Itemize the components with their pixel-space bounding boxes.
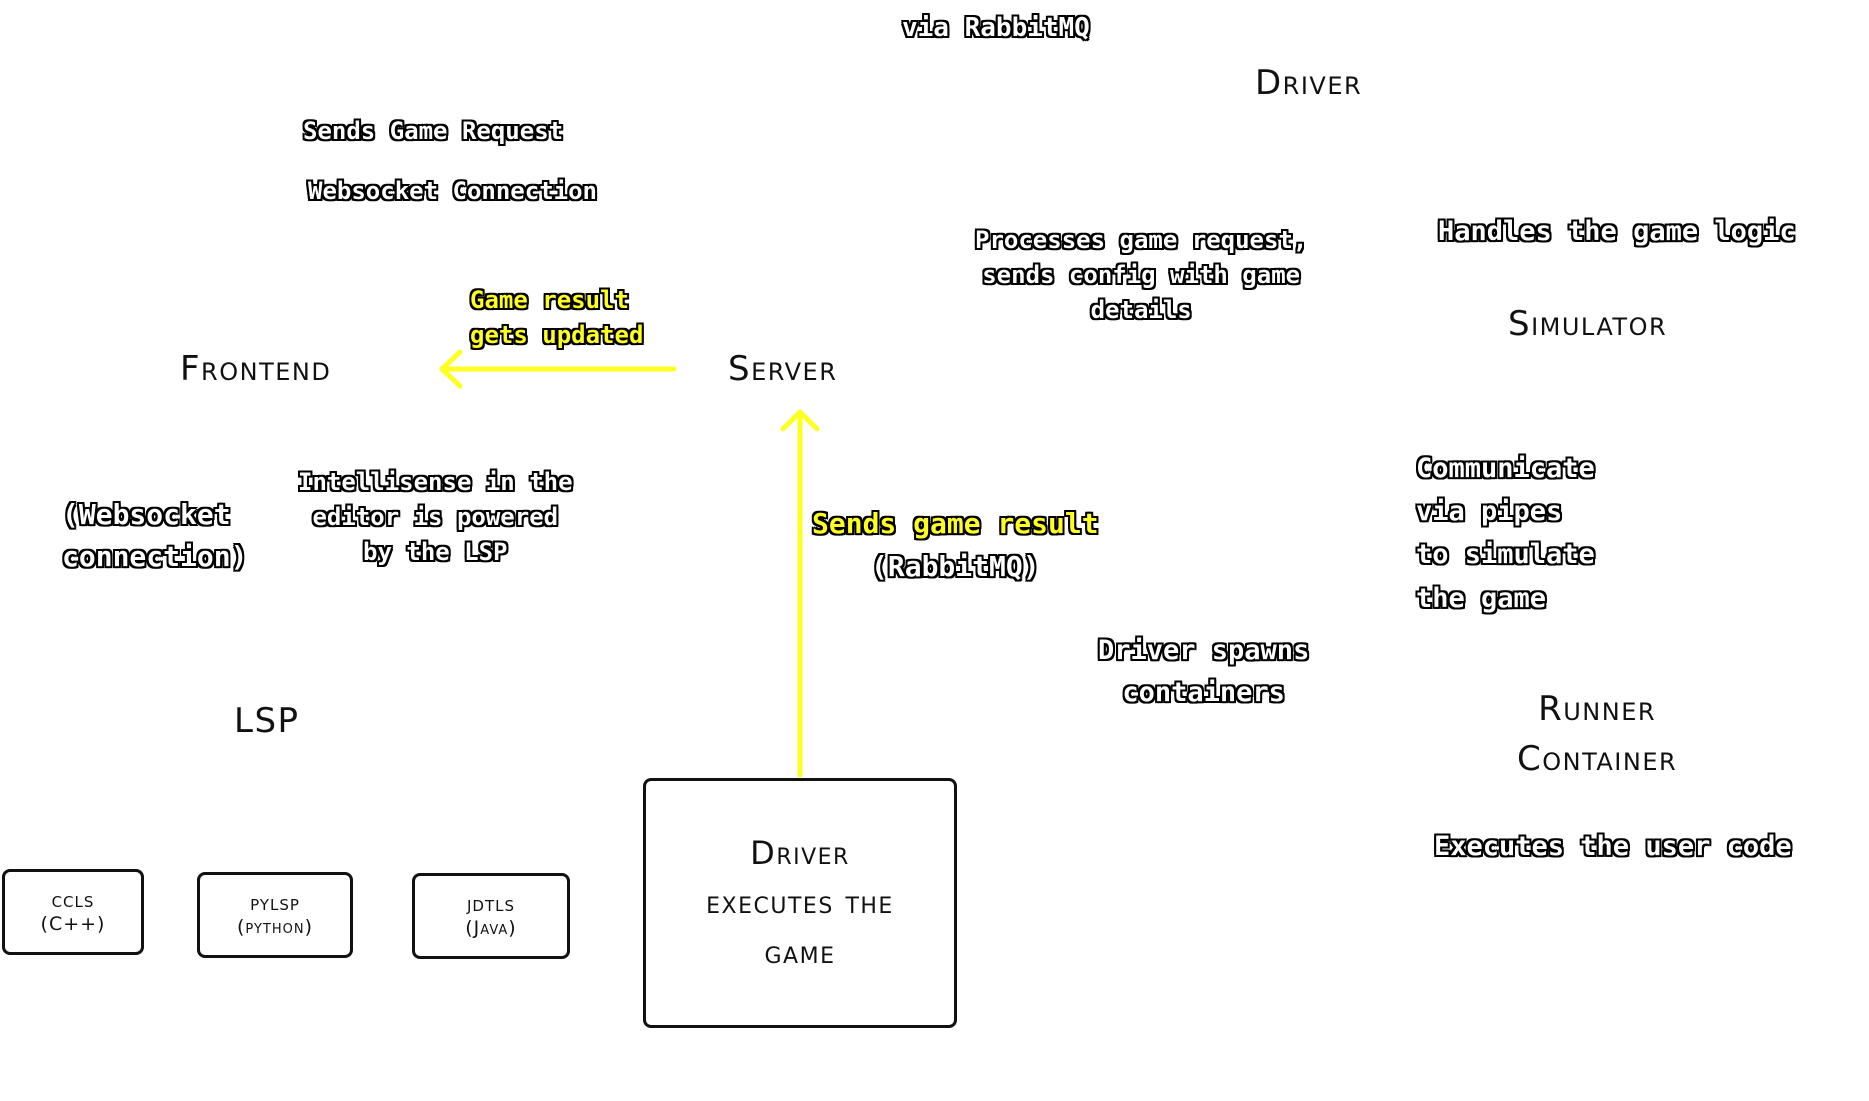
note-intellisense-line3: by the LSP: [363, 537, 508, 566]
note-intellisense-line2: editor is powered: [312, 502, 559, 531]
box-ccls-name: ccls: [51, 888, 95, 914]
arrow-driver-to-server: [780, 409, 820, 778]
note-spawns-line1: Driver spawns: [1098, 635, 1310, 666]
note-ws-paren-line2: connection): [62, 540, 248, 573]
note-ws-paren-line1: (Websocket: [62, 498, 231, 531]
note-driver-spawns: Driver spawns containers: [1098, 630, 1309, 714]
note-communicate-line3: to simulate: [1416, 539, 1595, 571]
box-jdtls-lang: (Java): [465, 916, 517, 939]
note-processes-request: Processes game request, sends config wit…: [975, 223, 1307, 327]
note-sends-result-line2: (RabbitMQ): [871, 550, 1040, 584]
note-game-result-updated: Game result gets updated: [470, 283, 643, 353]
note-communicate-line2: via pipes: [1416, 496, 1563, 528]
note-sends-result-line1: Sends game result: [812, 507, 1099, 540]
note-via-rabbitmq: via RabbitMQ: [902, 13, 1090, 43]
box-driver-executes: Driver executes the game: [643, 778, 957, 1028]
box-ccls: ccls (C++): [2, 869, 144, 955]
box-driver-line2: executes the: [706, 883, 894, 922]
note-sends-game-result: Sends game result (RabbitMQ): [812, 502, 1099, 589]
box-pylsp-lang: (python): [237, 915, 313, 938]
note-game-result-line2: gets updated: [470, 320, 644, 349]
node-runner-line1: Runner: [1538, 689, 1657, 729]
note-websocket-connection: Websocket Connection: [308, 177, 597, 205]
note-handles-game-logic: Handles the game logic: [1438, 216, 1796, 247]
note-communicate-line1: Communicate: [1416, 453, 1595, 484]
note-websocket-paren: (Websocket connection): [62, 494, 247, 578]
note-intellisense: Intellisense in the editor is powered by…: [298, 465, 573, 569]
note-sends-game-request: Sends Game Request: [303, 117, 564, 145]
note-intellisense-line1: Intellisense in the: [298, 468, 573, 496]
box-pylsp: pylsp (python): [197, 872, 353, 958]
box-ccls-lang: (C++): [40, 912, 106, 935]
node-server: Server: [728, 349, 838, 389]
note-executes-user-code: Executes the user code: [1434, 831, 1792, 862]
note-processes-line3: details: [1090, 295, 1192, 324]
node-runner-line2: Container: [1517, 739, 1678, 779]
box-driver-line1: Driver: [750, 833, 850, 872]
box-pylsp-name: pylsp: [250, 891, 300, 917]
node-frontend: Frontend: [180, 349, 332, 389]
note-processes-line1: Processes game request,: [975, 226, 1308, 254]
node-runner-container: Runner Container: [1517, 684, 1677, 784]
note-game-result-line1: Game result: [470, 286, 629, 314]
node-lsp: LSP: [234, 701, 300, 741]
note-communicate-line4: the game: [1416, 582, 1547, 614]
note-communicate-pipes: Communicate via pipes to simulate the ga…: [1416, 447, 1595, 620]
arrow-server-to-frontend: [439, 349, 677, 389]
box-jdtls: jdtls (Java): [412, 873, 570, 959]
note-processes-line2: sends config with game: [982, 260, 1301, 289]
box-jdtls-name: jdtls: [466, 892, 515, 918]
node-driver: Driver: [1255, 63, 1363, 103]
node-simulator: Simulator: [1508, 304, 1668, 344]
box-driver-line3: game: [764, 932, 836, 971]
note-spawns-line2: containers: [1122, 676, 1285, 708]
